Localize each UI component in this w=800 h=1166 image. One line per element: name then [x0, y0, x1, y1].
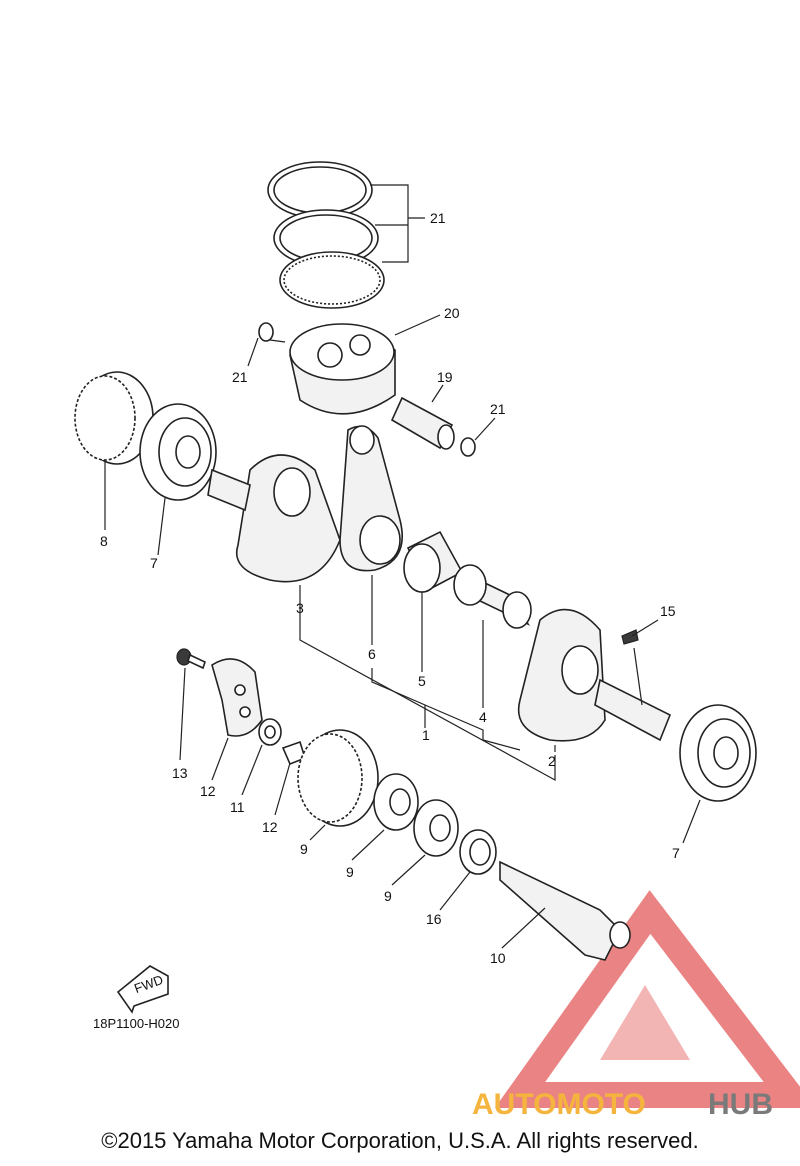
- callout-21-left: 21: [232, 369, 248, 385]
- balancer-gear[interactable]: [297, 729, 379, 827]
- callout-15: 13: [172, 765, 188, 781]
- callout-13: 12: [262, 819, 278, 835]
- callouts: 21 20 21 19 21 8 7 3 15 6 5 4 1 2 7 13 1…: [100, 210, 680, 966]
- balancer-needle-bearing[interactable]: [459, 829, 497, 875]
- bearing-balancer-2[interactable]: [413, 799, 459, 857]
- callout-20: 19: [437, 369, 453, 385]
- callout-14: 12: [200, 783, 216, 799]
- circlip-right[interactable]: [460, 437, 476, 457]
- copyright-notice: ©2015 Yamaha Motor Corporation, U.S.A. A…: [101, 1128, 699, 1153]
- callout-5: 5: [418, 673, 426, 689]
- balancer-shaft[interactable]: [499, 860, 631, 961]
- callout-11: 9: [300, 841, 308, 857]
- watermark-logo: [494, 890, 800, 1108]
- woodruff-key[interactable]: [621, 629, 639, 645]
- callout-9-upper: 9: [346, 864, 354, 880]
- callout-8: 8: [100, 533, 108, 549]
- piston-pin[interactable]: [390, 396, 455, 450]
- callout-9-lower: 9: [384, 888, 392, 904]
- callout-6: 6: [368, 646, 376, 662]
- callout-3: 3: [296, 600, 304, 616]
- connecting-rod[interactable]: [339, 425, 404, 572]
- bearing-right[interactable]: [679, 704, 757, 802]
- callout-10: 10: [490, 950, 506, 966]
- crank-right[interactable]: [517, 608, 672, 742]
- bearing-balancer-1[interactable]: [373, 773, 419, 831]
- callout-4: 4: [479, 709, 487, 725]
- fwd-arrow: FWD: [116, 965, 169, 1014]
- crank-gear-left[interactable]: [74, 371, 154, 465]
- callout-17: 15: [660, 603, 676, 619]
- callout-21-right: 21: [490, 401, 506, 417]
- brand-part2: HUB: [708, 1088, 773, 1121]
- callout-18: 20: [444, 305, 460, 321]
- drawing-code: 18P1100-H020: [93, 1016, 180, 1031]
- nut[interactable]: [258, 718, 282, 746]
- callout-1: 1: [422, 727, 430, 743]
- watermark-brand: AUTOMOTO HUB: [472, 1088, 773, 1121]
- crank-left[interactable]: [207, 454, 341, 583]
- crank-pin[interactable]: [453, 564, 532, 629]
- piston[interactable]: [289, 323, 396, 415]
- bolt[interactable]: [176, 648, 206, 670]
- brand-part1: AUTOMOTO: [472, 1088, 646, 1121]
- circlip-left[interactable]: [258, 322, 274, 342]
- callout-2: 2: [548, 753, 556, 769]
- leader-lines: [104, 184, 701, 949]
- callout-7-left: 7: [150, 555, 158, 571]
- callout-16: 16: [426, 911, 442, 927]
- callout-12: 11: [230, 799, 245, 815]
- bearing-left[interactable]: [139, 403, 217, 501]
- plate[interactable]: [211, 658, 263, 737]
- piston-rings[interactable]: [267, 161, 385, 309]
- callout-19: 21: [430, 210, 446, 226]
- callout-7-right: 7: [672, 845, 680, 861]
